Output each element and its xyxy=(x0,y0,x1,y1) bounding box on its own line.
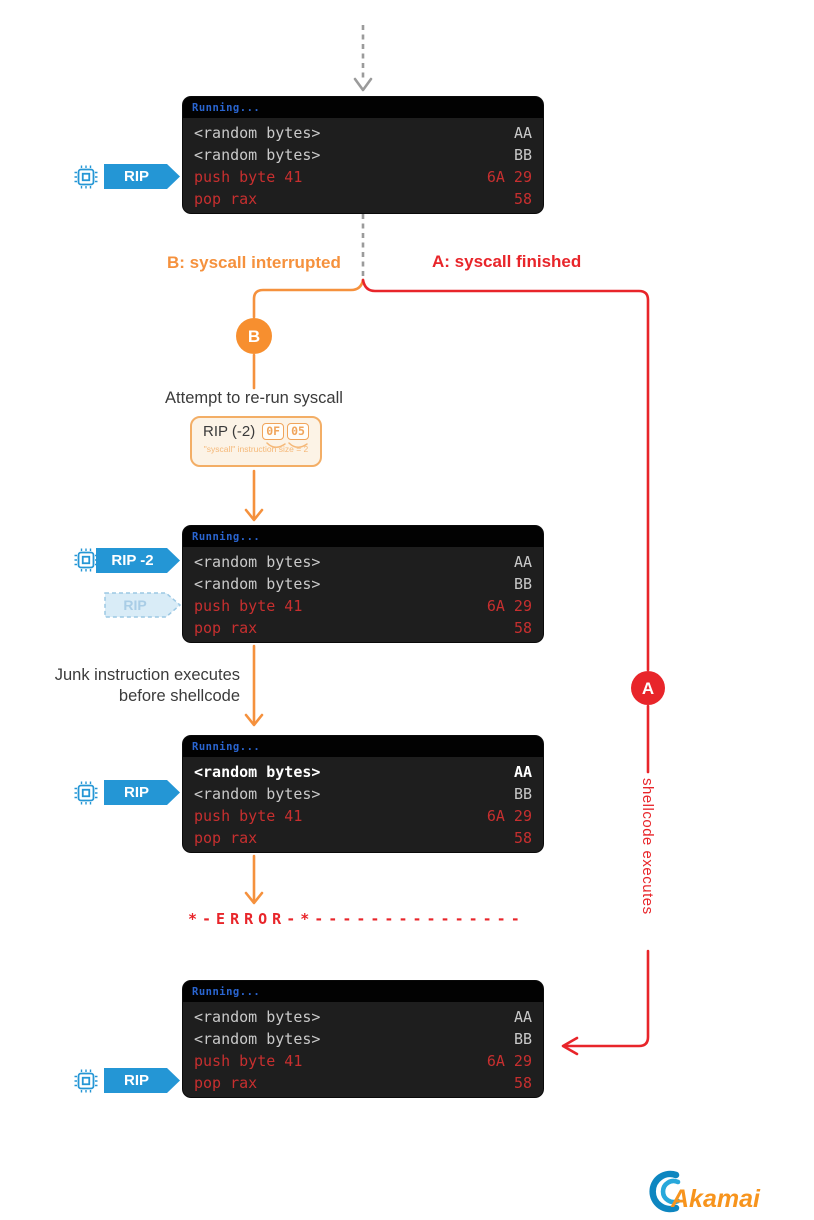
terminal-body: <random bytes> AA <random bytes> BB push… xyxy=(183,118,543,210)
byte-text: 58 xyxy=(513,829,532,847)
instruction-text: <random bytes> xyxy=(194,575,321,593)
terminal-window-2: Running... <random bytes> AA <random byt… xyxy=(183,526,543,642)
node-a-circle xyxy=(631,671,665,705)
code-row: push byte 41 6A 29 xyxy=(194,805,532,827)
node-b-letter: B xyxy=(248,327,260,346)
akamai-logo: Akamai xyxy=(649,1170,761,1213)
instruction-text: push byte 41 xyxy=(194,168,303,186)
byte-text: AA xyxy=(513,124,532,142)
svg-text:RIP: RIP xyxy=(123,597,146,613)
byte-text: 58 xyxy=(513,190,532,208)
terminal-title: Running... xyxy=(192,740,261,753)
instruction-text: <random bytes> xyxy=(194,124,321,142)
byte-text: BB xyxy=(513,146,532,164)
branch-b-label: B: syscall interrupted xyxy=(167,253,341,272)
code-row: <random bytes> AA xyxy=(194,122,532,144)
byte-text: 6A 29 xyxy=(486,1052,532,1070)
terminal-window-4: Running... <random bytes> AA <random byt… xyxy=(183,981,543,1097)
entry-dashed-arrow xyxy=(353,25,373,92)
byte-text: BB xyxy=(513,575,532,593)
instruction-text: <random bytes> xyxy=(194,553,321,571)
akamai-wordmark: Akamai xyxy=(670,1185,761,1213)
terminal-titlebar: Running... xyxy=(183,736,543,757)
cpu-chip-icon xyxy=(74,1069,98,1093)
byte-text: 58 xyxy=(513,619,532,637)
byte-shift-swoosh-icon xyxy=(266,442,308,448)
instruction-text: <random bytes> xyxy=(194,785,321,803)
code-row: pop rax 58 xyxy=(194,1072,532,1094)
shellcode-executes-label: shellcode executes xyxy=(639,778,656,915)
terminal-titlebar: Running... xyxy=(183,981,543,1002)
byte-text: BB xyxy=(513,1030,532,1048)
byte-text: 58 xyxy=(513,1074,532,1092)
instruction-text: <random bytes> xyxy=(194,146,321,164)
byte-text: 6A 29 xyxy=(486,597,532,615)
code-row: <random bytes> BB xyxy=(194,1028,532,1050)
code-row: <random bytes> BB xyxy=(194,783,532,805)
terminal-window-1: Running... <random bytes> AA <random byt… xyxy=(183,97,543,213)
cpu-chip-icon xyxy=(74,781,98,805)
code-row: pop rax 58 xyxy=(194,188,532,210)
instruction-text: pop rax xyxy=(194,829,258,847)
code-row: <random bytes> AA xyxy=(194,1006,532,1028)
byte-text: AA xyxy=(513,1008,532,1026)
instruction-text: pop rax xyxy=(194,1074,258,1092)
rip-box-label: RIP (-2) xyxy=(203,423,256,440)
syscall-byte-05: 05 xyxy=(287,423,309,440)
code-row: push byte 41 6A 29 xyxy=(194,595,532,617)
byte-text: AA xyxy=(513,553,532,571)
rip-box-row: RIP (-2) 0F 05 xyxy=(192,423,320,440)
instruction-text: <random bytes> xyxy=(194,1030,321,1048)
code-row: pop rax 58 xyxy=(194,617,532,639)
terminal-titlebar: Running... xyxy=(183,97,543,118)
code-row: push byte 41 6A 29 xyxy=(194,166,532,188)
instruction-text: push byte 41 xyxy=(194,597,303,615)
cpu-chip-icon xyxy=(74,548,98,572)
rip-pointer-label: RIP xyxy=(104,1068,180,1093)
byte-text: 6A 29 xyxy=(486,168,532,186)
code-row: <random bytes> BB xyxy=(194,573,532,595)
terminal-title: Running... xyxy=(192,530,261,543)
instruction-text: pop rax xyxy=(194,619,258,637)
branch-a-label: A: syscall finished xyxy=(432,252,582,271)
attempt-rerun-label: Attempt to re-run syscall xyxy=(165,389,343,407)
byte-text: BB xyxy=(513,785,532,803)
terminal-body: <random bytes> AA <random bytes> BB push… xyxy=(183,1002,543,1094)
byte-text: 6A 29 xyxy=(486,807,532,825)
node-a-letter: A xyxy=(642,679,654,698)
syscall-byte-0f: 0F xyxy=(262,423,285,440)
terminal-title: Running... xyxy=(192,101,261,114)
instruction-text: push byte 41 xyxy=(194,807,303,825)
rip-ghost-pointer-label: RIP xyxy=(104,592,182,618)
branch-a-path xyxy=(361,278,650,1056)
junk-instruction-label: Junk instruction executes before shellco… xyxy=(28,665,240,707)
code-row: <random bytes> BB xyxy=(194,144,532,166)
terminal-title: Running... xyxy=(192,985,261,998)
code-row: <random bytes> AA xyxy=(194,551,532,573)
instruction-text: <random bytes> xyxy=(194,1008,321,1026)
code-row: push byte 41 6A 29 xyxy=(194,1050,532,1072)
rip-pointer-label: RIP xyxy=(104,780,180,805)
instruction-text: push byte 41 xyxy=(194,1052,303,1070)
byte-text: AA xyxy=(513,763,532,781)
terminal-body: <random bytes> AA <random bytes> BB push… xyxy=(183,547,543,639)
rip-box-caption: "syscall" instruction size = 2 xyxy=(203,444,309,454)
code-row: pop rax 58 xyxy=(194,827,532,849)
rip-pointer-label: RIP xyxy=(104,164,180,189)
terminal-titlebar: Running... xyxy=(183,526,543,547)
node-b-circle xyxy=(236,318,272,354)
rip-minus-2-box: RIP (-2) 0F 05 "syscall" instruction siz… xyxy=(190,416,322,467)
instruction-text: <random bytes> xyxy=(194,763,321,781)
junk-label-line2: before shellcode xyxy=(118,687,240,705)
error-marker-text: *-ERROR-*--------------- xyxy=(188,910,525,928)
terminal-body: <random bytes> AA <random bytes> BB push… xyxy=(183,757,543,849)
rip-minus-2-pointer-label: RIP -2 xyxy=(96,548,180,573)
terminal-window-3: Running... <random bytes> AA <random byt… xyxy=(183,736,543,852)
junk-label-line1: Junk instruction executes xyxy=(54,666,240,684)
code-row-highlighted: <random bytes> AA xyxy=(194,761,532,783)
cpu-chip-icon xyxy=(74,165,98,189)
instruction-text: pop rax xyxy=(194,190,258,208)
